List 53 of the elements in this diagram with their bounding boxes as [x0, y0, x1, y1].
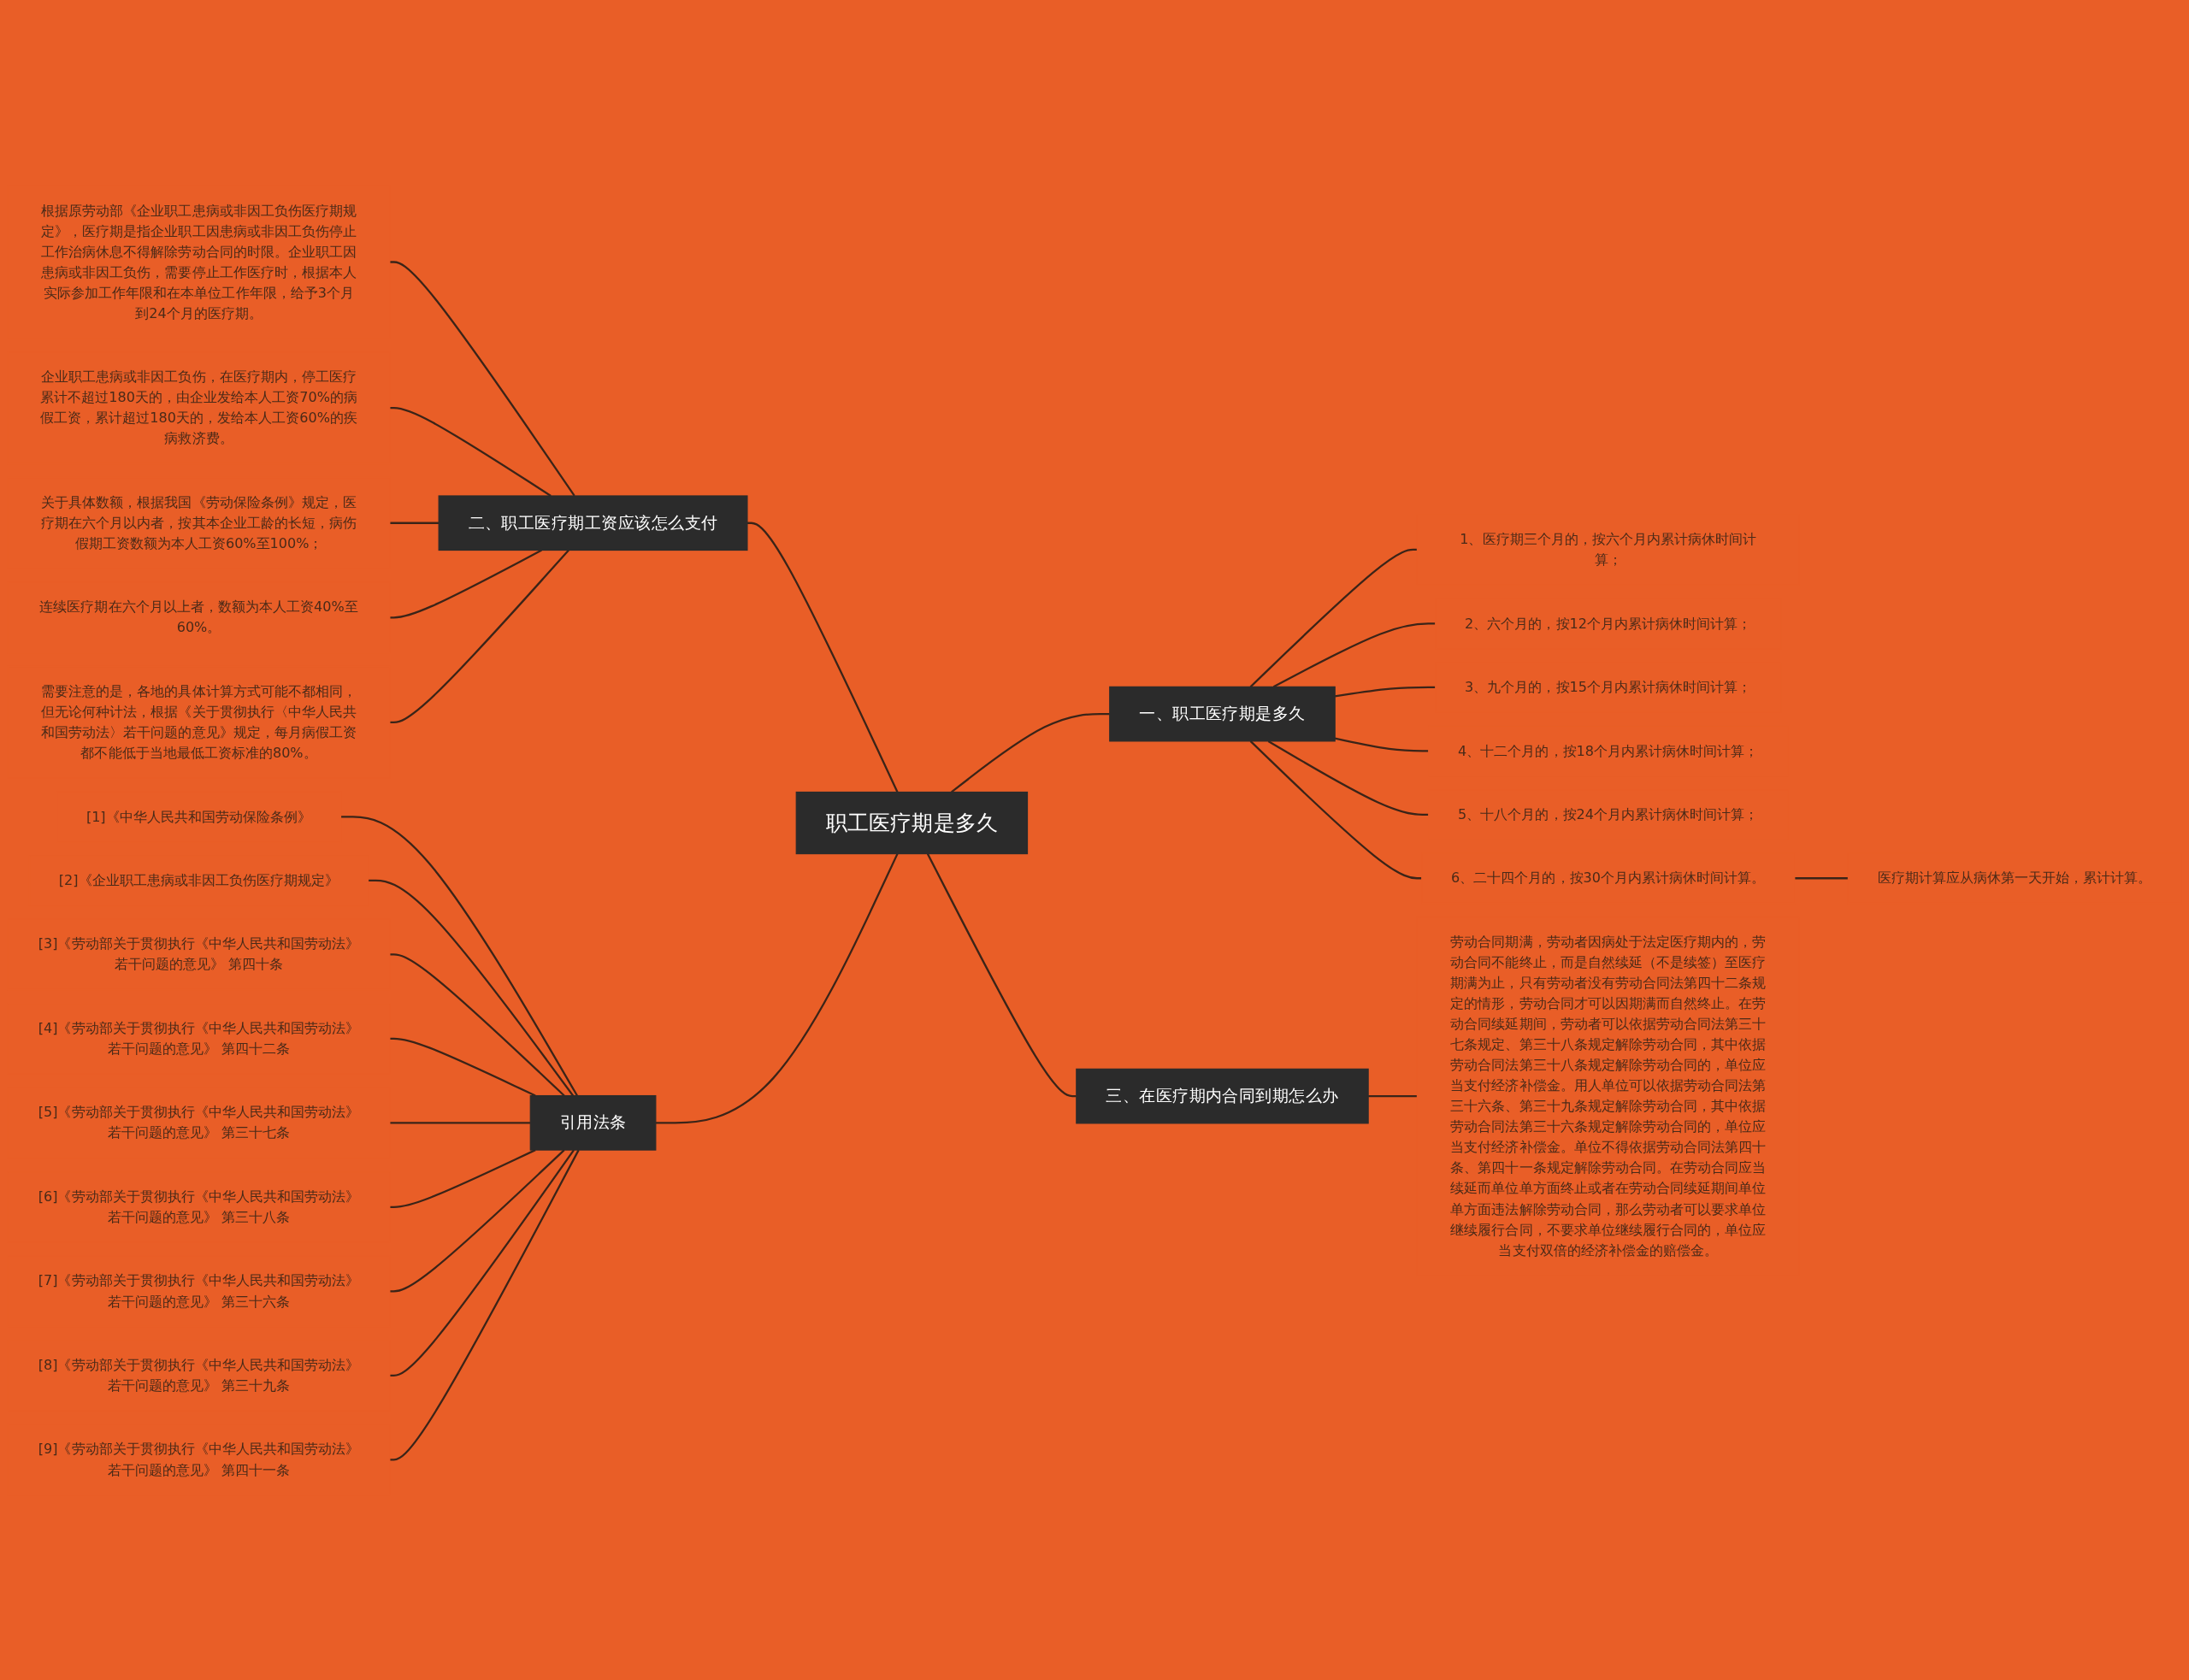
- node-text: [3]《劳动部关于贯彻执行《中华人民共和国劳动法》若干问题的意见》 第四十条: [38, 935, 360, 972]
- connector: [1249, 548, 1418, 687]
- connector: [389, 549, 542, 619]
- connector: [1368, 1094, 1418, 1097]
- node-text: 4、十二个月的，按18个月内累计病休时间计算；: [1458, 742, 1759, 758]
- node-text: 6、二十四个月的，按30个月内累计病休时间计算。: [1451, 869, 1766, 886]
- node-box: [1076, 1068, 1369, 1124]
- connector: [389, 522, 440, 524]
- node-box: [795, 791, 1029, 854]
- connector: [389, 1149, 580, 1461]
- connector: [746, 522, 899, 793]
- node-text: 根据原劳动部《企业职工患病或非因工负伤医疗期规定》，医疗期是指企业职工因患病或非因工负伤停止工作治病休息不得解除劳动合同的时限。企业职工因患病或非因工负伤，需要停止工作医疗时，根据本人实际参加工作年限和在本单位工作年限，给予3个月到24个月的医疗期。: [41, 202, 357, 321]
- connector: [340, 815, 578, 1096]
- connector: [1267, 740, 1429, 816]
- node-text: [8]《劳动部关于贯彻执行《中华人民共和国劳动法》若干问题的意见》 第三十九条: [38, 1356, 360, 1394]
- node-text: [7]《劳动部关于贯彻执行《中华人民共和国劳动法》若干问题的意见》 第三十六条: [38, 1272, 360, 1309]
- node-text: [9]《劳动部关于贯彻执行《中华人民共和国劳动法》若干问题的意见》 第四十一条: [38, 1441, 360, 1477]
- connector: [1249, 740, 1422, 880]
- node-text: 关于具体数额，根据我国《劳动保险条例》规定，医疗期在六个月以内者，按其本企业工龄的长短，病伤假期工资数额为本人工资60%至100%；: [41, 493, 357, 551]
- node-box: [1109, 686, 1336, 742]
- node-text: [1]《中华人民共和国劳动保险条例》: [86, 808, 312, 824]
- connector: [389, 952, 565, 1096]
- node-box: [438, 495, 748, 551]
- node-text: 连续医疗期在六个月以上者，数额为本人工资40%至60%。: [39, 598, 358, 635]
- node-text: 劳动合同期满，劳动者因病处于法定医疗期内的，劳动合同不能终止，而是自然续延（不是续签）至医疗期满为止，只有劳动者没有劳动合同法第四十二条规定的情形，劳动合同才可以因期满而自然终止。在劳动合同续延期间，劳动者可以依据劳动合同法第三十七条规定、第三十八条规定解除劳动合同，其中依据劳动合同法第三十八条规定解除劳动合同的，单位应当支付经济补偿金。用人单位可以依据劳动合同法第三十六条、第三十九条规定解除劳动合同，其中依据劳动合同法第三十六条规定解除劳动合同的，单位应当支付经济补偿金。单位不得依据劳动合同法第四十条、第四十一条规定解除劳动合同。在劳动合同应当续延而单位单方面终止或者在劳动合同续延期间单位单方面违法解除劳动合同，那么劳动者可以要求单位继续履行合同，不要求单位继续履行合同的，单位应当支付双倍的经济补偿金的赔偿金。: [1450, 933, 1767, 1258]
- connector: [1794, 876, 1849, 880]
- node-text: 1、医疗期三个月的，按六个月内累计病休时间计算；: [1460, 530, 1757, 568]
- connector: [389, 406, 552, 497]
- connector: [1272, 622, 1436, 687]
- connector: [368, 879, 575, 1096]
- node-box: [529, 1094, 657, 1151]
- node-text: 2、六个月的，按12个月内累计病休时间计算；: [1465, 615, 1752, 631]
- node-text: 企业职工患病或非因工负伤，在医疗期内，停工医疗累计不超过180天的，由企业发给本人工资70%的病假工资，累计超过180天的，发给本人工资60%的疾病救济费。: [40, 368, 357, 446]
- connector: [389, 1149, 575, 1376]
- connector: [389, 549, 569, 723]
- connector: [389, 1037, 536, 1097]
- connector: [389, 261, 575, 497]
- node-text: 需要注意的是，各地的具体计算方式可能不都相同，但无论何种计法，根据《关于贯彻执行〈中华人民共和国劳动法〉若干问题的意见》规定，每月病假工资都不能低于当地最低工资标准的80%。: [41, 682, 357, 761]
- connector: [926, 852, 1077, 1097]
- connector: [389, 1121, 531, 1124]
- connector: [951, 712, 1110, 793]
- node-text: [5]《劳动部关于贯彻执行《中华人民共和国劳动法》若干问题的意见》 第三十七条: [38, 1104, 360, 1141]
- node-text: [4]《劳动部关于贯彻执行《中华人民共和国劳动法》若干问题的意见》 第四十二条: [38, 1019, 360, 1057]
- node-text: [2]《企业职工患病或非因工负伤医疗期规定》: [58, 871, 339, 888]
- connector: [389, 1148, 536, 1208]
- connector: [389, 1148, 565, 1293]
- node-text: 3、九个月的，按15个月内累计病休时间计算；: [1465, 678, 1752, 695]
- connector: [1335, 686, 1436, 698]
- connector: [1334, 737, 1429, 752]
- node-text: [6]《劳动部关于贯彻执行《中华人民共和国劳动法》若干问题的意见》 第三十八条: [38, 1188, 360, 1225]
- connector: [655, 852, 899, 1124]
- node-text: 医疗期计算应从病休第一天开始，累计计算。: [1877, 869, 2152, 886]
- node-text: 5、十八个月的，按24个月内累计病休时间计算；: [1458, 805, 1759, 822]
